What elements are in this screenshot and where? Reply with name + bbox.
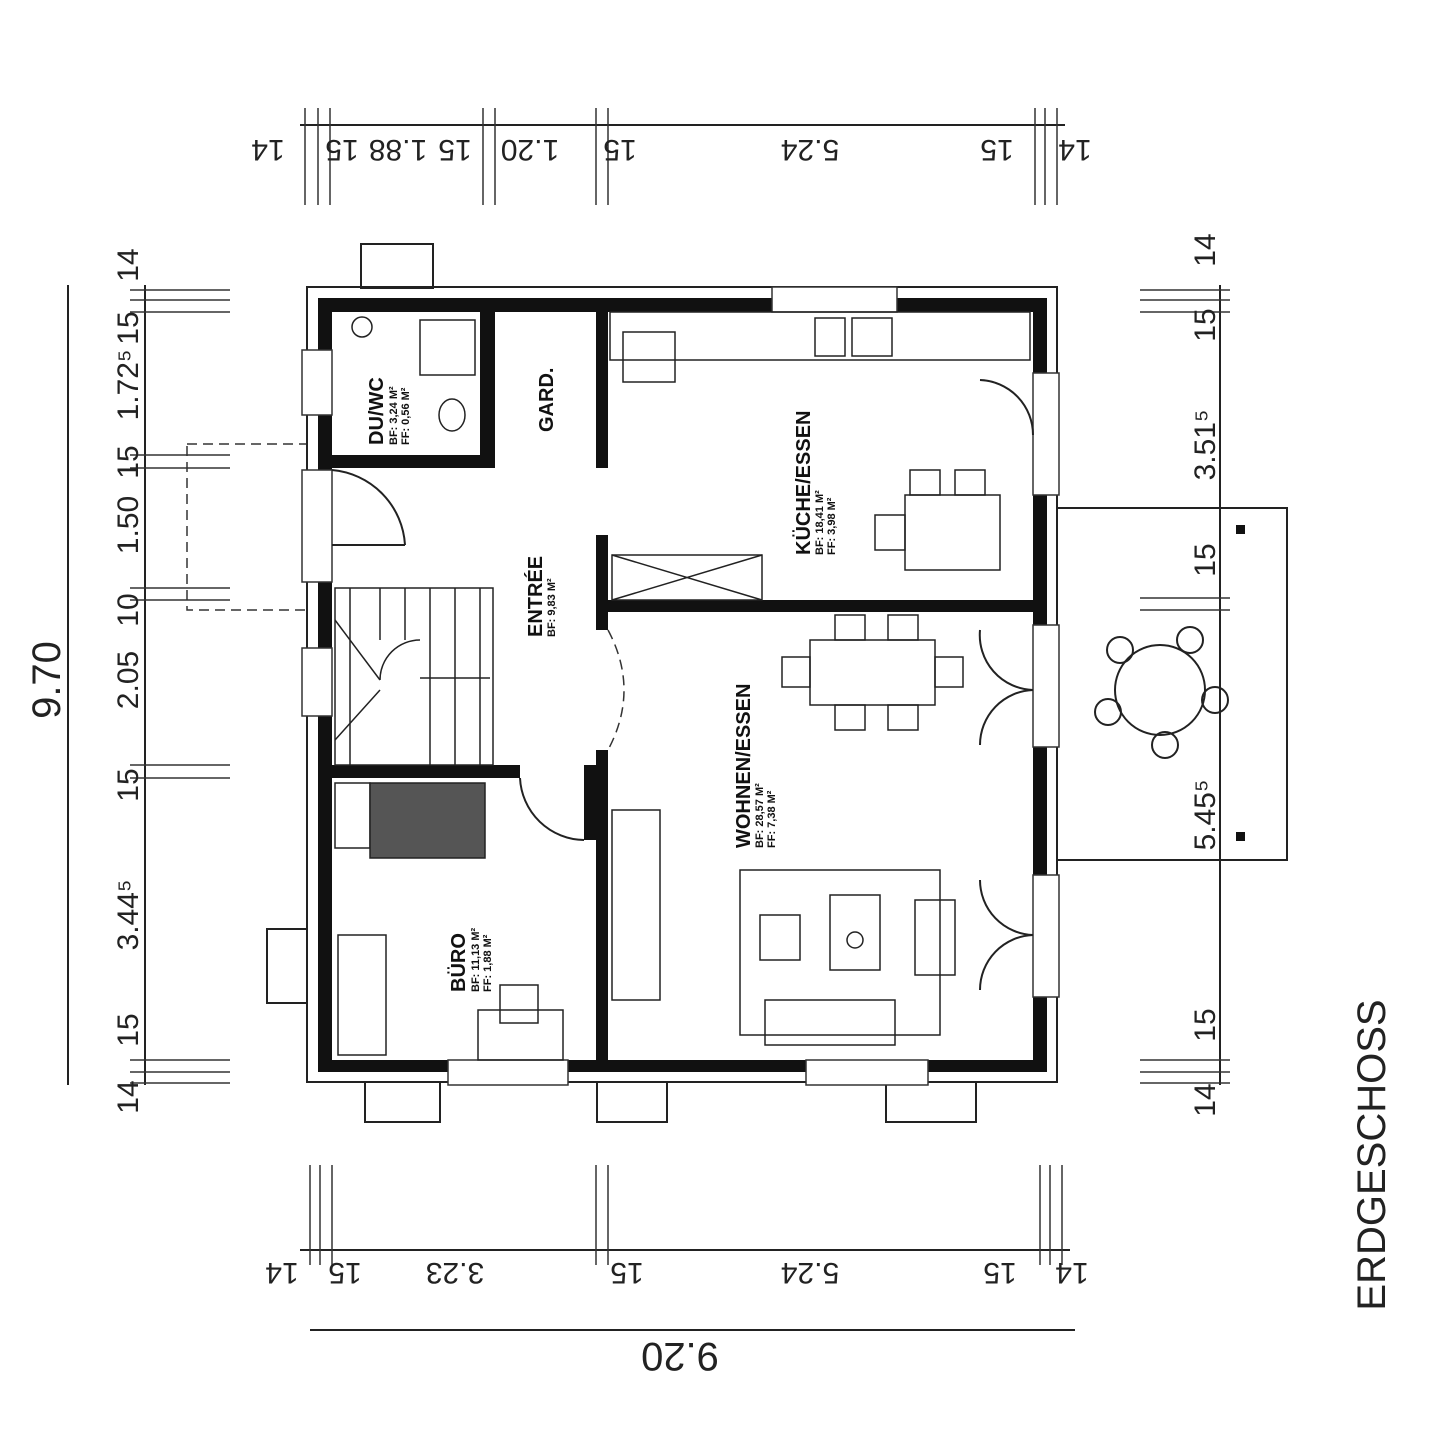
room-buero: BÜRO BF: 11,13 M² FF: 1,88 M² bbox=[447, 927, 494, 992]
right-dimensions: 14 15 3.51⁵ 15 5.45⁵ 15 14 bbox=[1189, 233, 1222, 1116]
room-name: ENTRÉE bbox=[524, 556, 547, 637]
dim-label: 3.51⁵ bbox=[1189, 410, 1222, 481]
dim-label: 1.20 bbox=[501, 133, 559, 166]
dim-label: 14 bbox=[1189, 233, 1222, 266]
dim-label: 15 bbox=[1189, 1008, 1222, 1041]
floor-title: ERDGESCHOSS bbox=[1350, 999, 1394, 1310]
dim-label: 5.45⁵ bbox=[1189, 780, 1222, 851]
room-area-ff: FF: 1,88 M² bbox=[482, 934, 494, 992]
dim-label: 14 bbox=[1055, 1256, 1088, 1289]
dim-label: 15 bbox=[603, 133, 636, 166]
room-area-bf: BF: 11,13 M² bbox=[470, 927, 482, 992]
terrace bbox=[1056, 507, 1288, 861]
dim-label: 10 bbox=[112, 593, 145, 626]
dim-label: 14 bbox=[1189, 1083, 1222, 1116]
dim-label: 2.05 bbox=[112, 651, 145, 709]
room-name: DU/WC bbox=[366, 377, 388, 445]
room-area-ff: FF: 0,56 M² bbox=[400, 387, 412, 445]
dim-label: 3.44⁵ bbox=[112, 880, 145, 951]
dim-label: 15 bbox=[112, 311, 145, 344]
exterior-elements bbox=[186, 243, 1288, 1123]
dimension-lines bbox=[67, 108, 1230, 1331]
staircase bbox=[334, 587, 494, 766]
top-dimensions: 14 15 1.88 15 1.20 15 5.24 15 14 bbox=[251, 133, 1091, 166]
total-depth: 9.70 bbox=[25, 641, 69, 719]
porch-canopy bbox=[186, 443, 308, 611]
building-outline bbox=[306, 286, 1058, 1083]
dim-label: 14 bbox=[251, 133, 284, 166]
dim-label: 15 bbox=[325, 133, 358, 166]
doors bbox=[331, 379, 1034, 991]
dim-label: 15 bbox=[983, 1256, 1016, 1289]
left-dimensions: 9.70 14 15 1.72⁵ 15 1.50 10 2.05 15 3.44… bbox=[25, 248, 145, 1113]
dim-label: 15 bbox=[112, 445, 145, 478]
room-area-bf: BF: 28,57 M² bbox=[754, 783, 766, 848]
room-area-bf: BF: 3,24 M² bbox=[388, 386, 400, 445]
room-name: GARD. bbox=[536, 368, 558, 432]
dim-label: 15 bbox=[1189, 308, 1222, 341]
dim-label: 5.24 bbox=[781, 1256, 839, 1289]
total-width: 9.20 bbox=[641, 1334, 719, 1378]
dim-label: 15 bbox=[112, 1013, 145, 1046]
dim-label: 15 bbox=[112, 768, 145, 801]
dim-label: 15 bbox=[438, 133, 471, 166]
room-entree: ENTRÉE BF: 9,83 M² bbox=[524, 556, 558, 637]
dim-label: 1.72⁵ bbox=[112, 350, 145, 421]
room-wohnen-essen: WOHNEN/ESSEN BF: 28,57 M² FF: 7,38 M² bbox=[733, 684, 778, 848]
room-gard: GARD. bbox=[536, 368, 558, 432]
furniture bbox=[334, 311, 1031, 1061]
room-name: BÜRO bbox=[447, 933, 470, 992]
room-area-ff: FF: 7,38 M² bbox=[766, 790, 778, 848]
dim-label: 15 bbox=[610, 1256, 643, 1289]
room-name: KÜCHE/ESSEN bbox=[792, 411, 815, 555]
dim-label: 14 bbox=[1058, 133, 1091, 166]
dim-label: 14 bbox=[112, 1080, 145, 1113]
dim-label: 1.50 bbox=[112, 496, 145, 554]
room-area-bf: BF: 18,41 M² bbox=[814, 490, 826, 555]
dim-label: 5.24 bbox=[781, 133, 839, 166]
walls bbox=[318, 298, 1047, 1072]
dim-label: 14 bbox=[265, 1256, 298, 1289]
room-area-ff: FF: 3,98 M² bbox=[826, 497, 838, 555]
room-duwc: DU/WC BF: 3,24 M² FF: 0,56 M² bbox=[366, 377, 412, 445]
room-name: WOHNEN/ESSEN bbox=[733, 684, 755, 848]
room-area-bf: BF: 9,83 M² bbox=[546, 578, 558, 637]
dim-label: 1.88 bbox=[369, 133, 427, 166]
windows bbox=[301, 286, 1060, 1086]
terrace-table bbox=[1094, 626, 1229, 759]
dim-label: 3.23 bbox=[426, 1256, 484, 1289]
dim-label: 15 bbox=[328, 1256, 361, 1289]
room-kueche-essen: KÜCHE/ESSEN BF: 18,41 M² FF: 3,98 M² bbox=[792, 411, 838, 555]
dim-label: 15 bbox=[980, 133, 1013, 166]
dim-label: 14 bbox=[112, 248, 145, 281]
bottom-dimensions: 14 15 3.23 15 5.24 15 14 9.20 bbox=[265, 1256, 1088, 1378]
dim-label: 15 bbox=[1189, 543, 1222, 576]
